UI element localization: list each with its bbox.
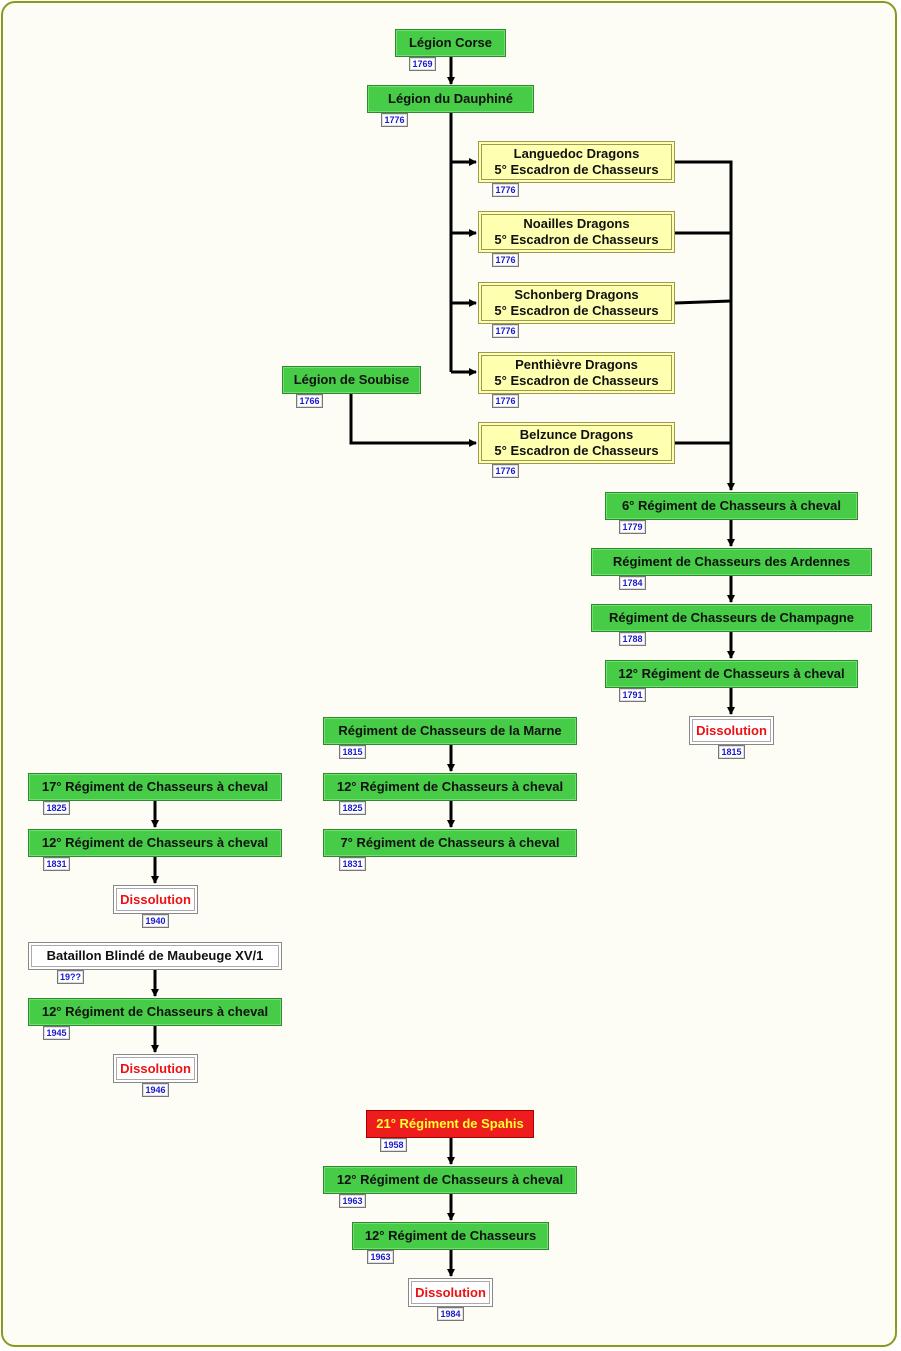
node-label: 12° Régiment de Chasseurs à cheval	[336, 1172, 564, 1187]
node-12e-rc-1963: 12° Régiment de Chasseurs	[352, 1222, 549, 1250]
node-label: 12° Régiment de Chasseurs à cheval	[618, 666, 845, 681]
node-label: 6° Régiment de Chasseurs à cheval	[621, 498, 842, 513]
node-dissolution-1946: Dissolution	[113, 1054, 198, 1083]
year-badge: 1766	[296, 394, 323, 408]
node-label: 12° Régiment de Chasseurs	[364, 1228, 537, 1243]
node-label-line1: Schonberg Dragons	[514, 287, 639, 302]
node-label: 12° Régiment de Chasseurs à cheval	[336, 779, 564, 794]
year-badge: 1831	[339, 857, 366, 871]
node-17e-rca-1825: 17° Régiment de Chasseurs à cheval	[28, 773, 282, 801]
node-label: Dissolution	[696, 722, 767, 738]
node-label: Régiment de Chasseurs des Ardennes	[612, 554, 851, 569]
year-badge: 1776	[381, 113, 408, 127]
year-badge: 1784	[619, 576, 646, 590]
node-legion-dauphine: Légion du Dauphiné	[367, 85, 534, 113]
year-badge: 1788	[619, 632, 646, 646]
node-legion-soubise: Légion de Soubise	[282, 366, 421, 394]
year-badge: 1963	[367, 1250, 394, 1264]
year-badge: 1779	[619, 520, 646, 534]
node-label: Dissolution	[120, 891, 191, 907]
year-badge: 1825	[43, 801, 70, 815]
node-label: Dissolution	[415, 1284, 486, 1300]
node-12e-rca-1825: 12° Régiment de Chasseurs à cheval	[323, 773, 577, 801]
year-badge: 1984	[437, 1307, 464, 1321]
node-bataillon-maubeuge: Bataillon Blindé de Maubeuge XV/1	[28, 942, 282, 970]
node-label-line1: Noailles Dragons	[523, 216, 630, 231]
node-label: Légion du Dauphiné	[388, 91, 513, 106]
node-label: 12° Régiment de Chasseurs à cheval	[41, 1004, 269, 1019]
node-rc-ardennes: Régiment de Chasseurs des Ardennes	[591, 548, 872, 576]
node-dissolution-1984: Dissolution	[408, 1278, 493, 1307]
node-label-line2: 5° Escadron de Chasseurs	[494, 232, 659, 247]
year-badge: 1776	[492, 253, 519, 267]
year-badge: 1940	[142, 914, 169, 928]
year-badge: 1946	[142, 1083, 169, 1097]
node-label: Régiment de Chasseurs de Champagne	[609, 610, 854, 625]
node-12e-rca-1963: 12° Régiment de Chasseurs à cheval	[323, 1166, 577, 1194]
node-legion-corse: Légion Corse	[395, 29, 506, 57]
node-rc-marne: Régiment de Chasseurs de la Marne	[323, 717, 577, 745]
node-label: Dissolution	[120, 1060, 191, 1076]
year-badge: 1776	[492, 394, 519, 408]
node-label: Légion Corse	[408, 35, 493, 50]
node-label-line2: 5° Escadron de Chasseurs	[494, 303, 659, 318]
node-label: 21° Régiment de Spahis	[376, 1116, 524, 1131]
year-badge: 1776	[492, 464, 519, 478]
year-badge: 1958	[380, 1138, 407, 1152]
node-12e-rca-1945: 12° Régiment de Chasseurs à cheval	[28, 998, 282, 1026]
node-label-line1: Languedoc Dragons	[513, 146, 640, 161]
node-12e-rca-1791: 12° Régiment de Chasseurs à cheval	[605, 660, 858, 688]
node-label: Régiment de Chasseurs de la Marne	[338, 723, 562, 738]
node-label-line2: 5° Escadron de Chasseurs	[494, 162, 659, 177]
node-label-line2: 5° Escadron de Chasseurs	[494, 443, 659, 458]
year-badge: 1769	[409, 57, 436, 71]
node-dissolution-1815: Dissolution	[689, 716, 774, 745]
node-label-line2: 5° Escadron de Chasseurs	[494, 373, 659, 388]
year-badge: 1963	[339, 1194, 366, 1208]
year-badge: 19??	[57, 970, 84, 984]
node-label-line1: Belzunce Dragons	[519, 427, 634, 442]
node-21e-spahis: 21° Régiment de Spahis	[366, 1110, 534, 1138]
node-label-line1: Penthièvre Dragons	[515, 357, 638, 372]
year-badge: 1776	[492, 183, 519, 197]
node-dissolution-1940: Dissolution	[113, 885, 198, 914]
node-label: Bataillon Blindé de Maubeuge XV/1	[46, 948, 264, 963]
node-7e-rca-1831: 7° Régiment de Chasseurs à cheval	[323, 829, 577, 857]
node-label: 12° Régiment de Chasseurs à cheval	[41, 835, 269, 850]
year-badge: 1831	[43, 857, 70, 871]
node-rc-champagne: Régiment de Chasseurs de Champagne	[591, 604, 872, 632]
year-badge: 1776	[492, 324, 519, 338]
node-label: Légion de Soubise	[293, 372, 410, 387]
year-badge: 1791	[619, 688, 646, 702]
node-label: 7° Régiment de Chasseurs à cheval	[340, 835, 560, 850]
node-label: 17° Régiment de Chasseurs à cheval	[41, 779, 269, 794]
year-badge: 1945	[43, 1026, 70, 1040]
year-badge: 1815	[718, 745, 745, 759]
edge-dragons-merge	[675, 160, 733, 488]
node-6e-rca: 6° Régiment de Chasseurs à cheval	[605, 492, 858, 520]
year-badge: 1815	[339, 745, 366, 759]
edge-schonberg-merge	[674, 299, 732, 305]
edge-soubise-belzunce	[349, 394, 477, 447]
year-badge: 1825	[339, 801, 366, 815]
node-12e-rca-1831: 12° Régiment de Chasseurs à cheval	[28, 829, 282, 857]
